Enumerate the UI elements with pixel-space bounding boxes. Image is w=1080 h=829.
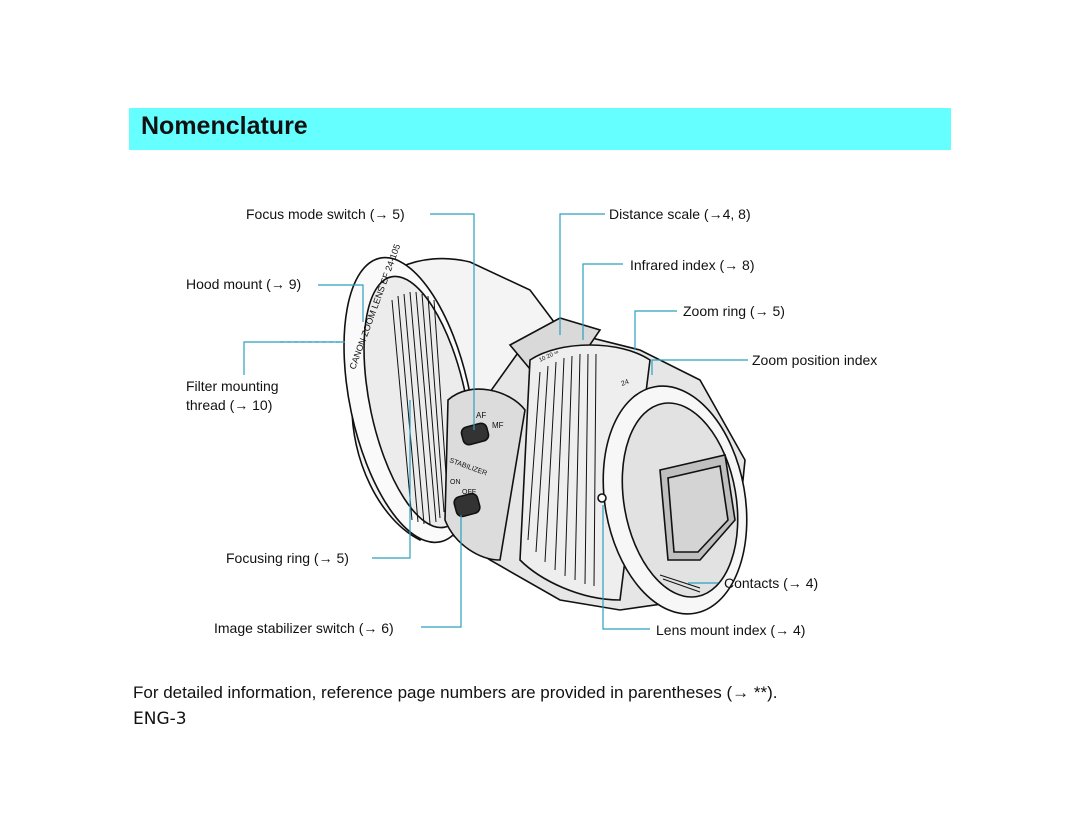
leader-focus-mode-switch <box>430 213 475 430</box>
contacts <box>659 574 701 593</box>
leader-filter-thread <box>243 341 345 375</box>
label-distance-scale: Distance scale (→4, 8) <box>609 206 751 222</box>
leader-focusing-ring <box>372 400 411 559</box>
label-focusing-ring: Focusing ring (→ 5) <box>226 550 349 566</box>
label-filter-mounting-thread-2: thread (→ 10) <box>186 397 273 413</box>
leader-zoom-position-index <box>651 359 748 375</box>
leader-lens-mount-index <box>602 505 650 630</box>
label-hood-mount: Hood mount (→ 9) <box>186 276 302 292</box>
label-zoom-position-index: Zoom position index <box>752 352 878 368</box>
leader-zoom-ring <box>634 310 677 350</box>
leader-hood-mount <box>318 284 364 322</box>
off-marking: OFF <box>462 489 476 496</box>
leader-image-stabilizer <box>421 515 462 628</box>
label-infrared-index: Infrared index (→ 8) <box>630 257 755 273</box>
af-marking: AF <box>476 411 486 420</box>
leader-distance-scale <box>559 213 605 335</box>
title-banner: Nomenclature <box>129 108 951 150</box>
zoom-ring-ridges <box>527 353 597 587</box>
label-image-stabilizer-switch: Image stabilizer switch (→ 6) <box>214 620 394 636</box>
page-number: ENG-3 <box>133 709 187 729</box>
leader-lines <box>243 213 748 630</box>
page-title: Nomenclature <box>141 112 308 140</box>
label-contacts: Contacts (→ 4) <box>724 575 819 591</box>
on-marking: ON <box>450 479 461 486</box>
footnote: For detailed information, reference page… <box>133 683 778 702</box>
label-focus-mode-switch: Focus mode switch (→ 5) <box>246 206 405 222</box>
label-zoom-ring: Zoom ring (→ 5) <box>683 303 785 319</box>
leader-infrared-index <box>582 263 623 340</box>
zoom-marking: 24 <box>620 379 630 388</box>
label-lens-mount-index: Lens mount index (→ 4) <box>656 622 806 638</box>
mf-marking: MF <box>492 421 504 430</box>
label-filter-mounting-thread-1: Filter mounting <box>186 378 279 394</box>
